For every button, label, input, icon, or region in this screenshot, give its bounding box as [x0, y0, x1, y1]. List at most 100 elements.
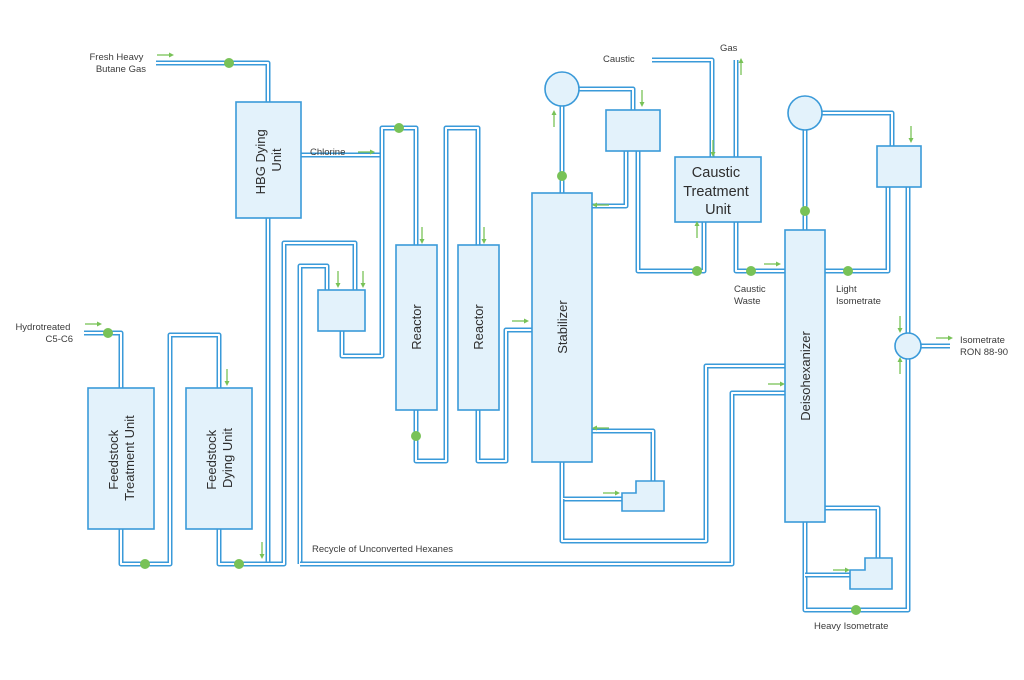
recycle-pipe-inner: [300, 392, 785, 565]
flow-arrowhead-icon: [481, 239, 487, 244]
drum-reflux-pipe-inner: [592, 151, 627, 207]
flow-node: [411, 431, 421, 441]
flow-node: [103, 328, 113, 338]
flow-arrowhead-icon: [776, 261, 781, 267]
drum-feed-pipe-inner: [299, 265, 328, 564]
caustic-in-pipe: [652, 57, 715, 157]
hydrotreated-pipe-inner: [84, 332, 122, 388]
stab-bottoms-pipe-inner: [561, 365, 785, 542]
flow-arrowhead-icon: [780, 381, 785, 387]
flow-arrowhead-icon: [694, 221, 700, 226]
feedstock-dying-unit-label: Feedstock Dying Unit: [204, 426, 235, 490]
caustic-in-pipe-inner: [652, 59, 713, 157]
fresh-hbg-label: Fresh Heavy Butane Gas: [90, 52, 147, 75]
hbg-dying-unit-label: HBG Dying Unit: [253, 126, 284, 195]
flow-arrowhead-icon: [259, 554, 265, 559]
light-isometrate-label: Light Isometrate: [836, 284, 881, 307]
deisohexanizer-reflux-drum[interactable]: [876, 145, 922, 188]
flow-arrowhead-icon: [169, 52, 174, 58]
light-isometrate-pipe: [825, 187, 891, 274]
dih-reboil-pipe-inner: [825, 507, 879, 558]
condenser-to-drum-pipe-inner: [579, 88, 634, 110]
stab-reboil-pipe-inner: [592, 430, 654, 481]
flow-arrowhead-icon: [738, 58, 744, 63]
fdu-out-pipe-inner: [218, 242, 356, 565]
stab-reboil-pipe: [592, 428, 656, 481]
flow-arrowhead-icon: [908, 138, 914, 143]
recycle-label: Recycle of Unconverted Hexanes: [312, 544, 453, 555]
flow-node: [851, 605, 861, 615]
flow-arrowhead-icon: [897, 357, 903, 362]
deisohexanizer-reboiler[interactable]: [849, 557, 893, 590]
deisohexanizer-condenser[interactable]: [787, 95, 823, 131]
hydrotreated-pipe: [84, 330, 124, 388]
fresh-hbg-pipe-inner: [156, 62, 269, 102]
flow-node: [224, 58, 234, 68]
caustic-treatment-unit-label: Caustic Treatment Unit: [683, 165, 753, 218]
hydrotreated-label: Hydrotreated C5-C6: [15, 322, 73, 345]
reactor-1-label: Reactor: [409, 304, 424, 350]
isometrate-product-label: Isometrate RON 88-90: [960, 335, 1008, 358]
dih-reboil-pipe: [825, 505, 881, 558]
caustic-in-label: Caustic: [603, 54, 635, 65]
heavy-isometrate-label: Heavy Isometrate: [814, 621, 888, 632]
flow-arrowhead-icon: [224, 381, 230, 386]
drum-to-caustic-pipe-inner: [637, 151, 705, 272]
stabilizer-label: Stabilizer: [555, 300, 570, 354]
dih-cond-to-drum-pipe: [822, 110, 895, 146]
flow-node: [746, 266, 756, 276]
r2-to-stab-pipe-inner: [477, 329, 532, 462]
flow-arrowhead-icon: [360, 283, 366, 288]
flow-arrowhead-icon: [592, 425, 597, 431]
feedstock-treatment-unit-label: Feedstock Treatment Unit: [106, 415, 137, 501]
flow-arrowhead-icon: [710, 152, 716, 157]
deisohexanizer-column[interactable]: [784, 229, 826, 523]
feedstock-dying-unit[interactable]: [185, 387, 253, 530]
chlorine-drum[interactable]: [317, 289, 366, 332]
stabilizer-reboiler[interactable]: [621, 480, 665, 512]
stabilizer-condenser[interactable]: [544, 71, 580, 107]
gas-label: Gas: [720, 43, 738, 54]
flow-node: [800, 206, 810, 216]
hbg-dying-unit[interactable]: [235, 101, 302, 219]
flow-nodes: [103, 58, 861, 615]
caustic-waste-label: Caustic Waste: [734, 284, 768, 307]
drum-to-reactor-pipe-inner: [341, 127, 417, 357]
isometrate-mixer[interactable]: [894, 332, 922, 360]
fresh-hbg-pipe: [156, 60, 271, 102]
caustic-out-pipe-inner: [735, 222, 785, 272]
dih-cond-to-drum-pipe-inner: [822, 112, 893, 146]
feedstock-treatment-unit[interactable]: [87, 387, 155, 530]
flow-arrowhead-icon: [524, 318, 529, 324]
flow-arrowhead-icon: [592, 202, 597, 208]
drum-reflux-pipe: [592, 151, 629, 209]
r1-to-r2-pipe-inner: [415, 127, 479, 462]
flow-node: [234, 559, 244, 569]
stabilizer-column[interactable]: [531, 192, 593, 463]
flow-node: [557, 171, 567, 181]
flow-arrowhead-icon: [897, 328, 903, 333]
flow-arrowhead-icon: [335, 283, 341, 288]
deisohexanizer-label: Deisohexanizer: [798, 331, 813, 421]
flow-arrowhead-icon: [948, 335, 953, 341]
chlorine-label: Chlorine: [310, 147, 345, 158]
flow-node: [394, 123, 404, 133]
flow-arrowhead-icon: [845, 567, 850, 573]
stabilizer-reflux-drum[interactable]: [605, 109, 661, 152]
reactor-2-label: Reactor: [471, 304, 486, 350]
caustic-treatment-unit[interactable]: [674, 156, 762, 223]
reactor-1[interactable]: [395, 244, 438, 411]
flow-node: [140, 559, 150, 569]
flow-arrowhead-icon: [551, 110, 557, 115]
flow-arrowhead-icon: [370, 149, 375, 155]
light-isometrate-pipe-inner: [825, 187, 889, 272]
flow-arrowhead-icon: [97, 321, 102, 327]
flow-arrows: [85, 52, 953, 573]
flow-node: [692, 266, 702, 276]
flow-node: [843, 266, 853, 276]
flow-arrowhead-icon: [615, 490, 620, 496]
reactor-2[interactable]: [457, 244, 500, 411]
flow-arrowhead-icon: [419, 239, 425, 244]
condenser-to-drum-pipe: [579, 86, 636, 110]
